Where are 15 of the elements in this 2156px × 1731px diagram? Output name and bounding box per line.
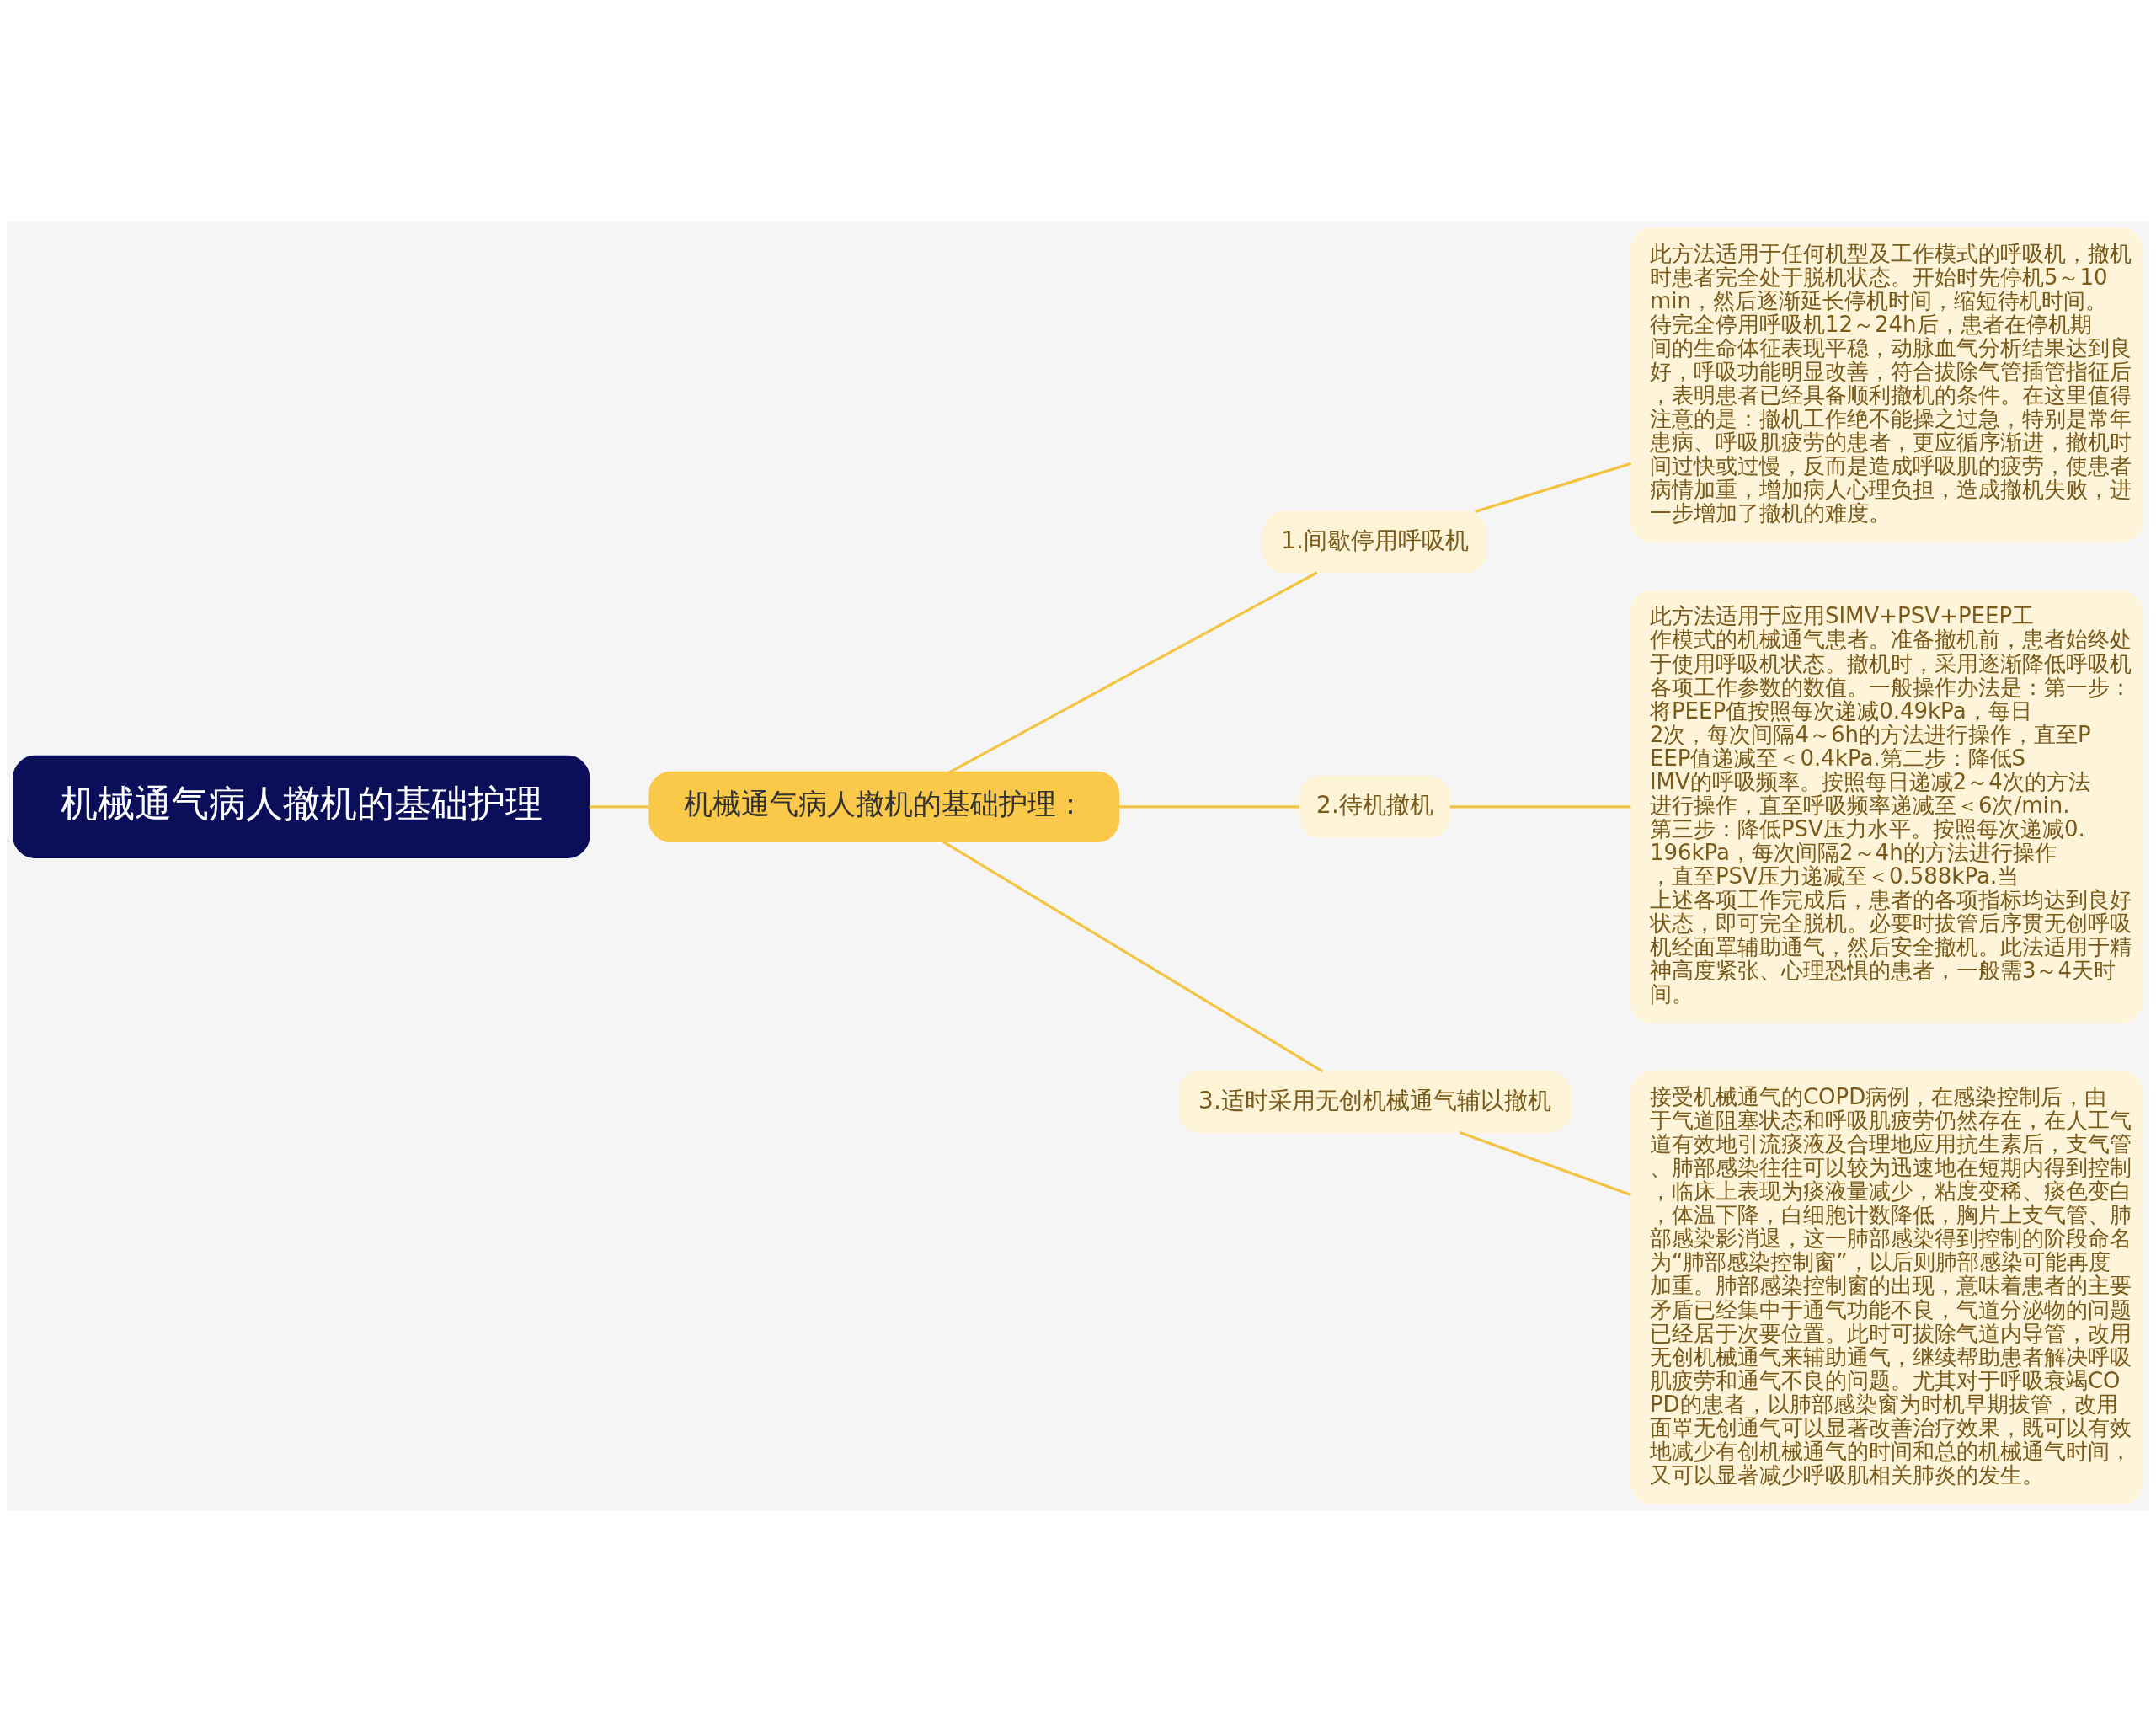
connector [1459,1130,1631,1196]
node-box: 此方法适用于任何机型及工作模式的呼吸机，撤机时患者完全处于脱机状态。开始时先停机5～10min，然后逐渐延长停机时间，缩短待机时间。待完全停用呼吸机12～24h后，患者在停机期间的生命体征表现平稳，动脉血气分析结果达到良好，呼吸功能明显改善，符合拔除气管插管指征后，表明患者已经具备顺利撤机的条件。在这里值得注意的是：撤机工作绝不能操之过急，特别是常年患病、呼吸肌疲劳的患者，更应循序渐进，撤机时间过快或过慢，反而是造成呼吸肌的疲劳，使患者病情加重，增加病人心理负担，造成撤机失败，进一步增加了撤机的难度。 [1630,227,2143,542]
connector [948,570,1318,773]
node-box: 此方法适用于应用SIMV+PSV+PEEP工作模式的机械通气患者。准备撤机前，患者始终处于使用呼吸机状态。撤机时，采用逐渐降低呼吸机各项工作参数的数值。一般操作办法是：第一步：将PEEP值按照每次递减0.49kPa，每日2次，每次间隔4～6h的方法进行操作，直至PEEP值递减至＜0.4kPa.第二步：降低SIMV的呼吸频率。按照每日递减2～4次的方法进行操作，直至呼吸频率递减至＜6次/min.第三步：降低PSV压力水平。按照每次递减0.196kPa，每次间隔2～4h的方法进行操作，直至PSV压力递减至＜0.588kPa.当上述各项工作完成后，患者的各项指标均达到良好状态，即可完全脱机。必要时拔管后序贯无创呼吸机经面罩辅助通气，然后安全撤机。此法适用于精神高度紧张、心理恐惧的患者，一般需3～4天时间。 [1630,590,2143,1023]
connector [589,804,649,808]
connector [1475,462,1632,513]
node-box: 2.待机撤机 [1299,775,1451,838]
node-box: 机械通气病人撤机的基础护理 [13,755,590,858]
node-box: 3.适时采用无创机械通气辅以撤机 [1178,1070,1572,1133]
connector [1449,804,1631,808]
node-box: 机械通气病人撤机的基础护理： [648,771,1120,842]
node-box: 接受机械通气的COPD病例，在感染控制后，由于气道阻塞状态和呼吸肌疲劳仍然存在，在人工气道有效地引流痰液及合理地应用抗生素后，支气管、肺部感染往往可以较为迅速地在短期内得到控制，临床上表现为痰液量减少，粘度变稀、痰色变白，体温下降，白细胞计数降低，胸片上支气管、肺部感染影消退，这一肺部感染得到控制的阶段命名为“肺部感染控制窗”，以后则肺部感染可能再度加重。肺部感染控制窗的出现，意味着患者的主要矛盾已经集中于通气功能不良，气道分泌物的问题已经居于次要位置。此时可拔除气道内导管，改用无创机械通气来辅助通气，继续帮助患者解决呼吸肌疲劳和通气不良的问题。尤其对于呼吸衰竭COPD的患者，以肺部感染窗为时机早期拔管，改用面罩无创通气可以显著改善治疗效果，既可以有效地减少有创机械通气的时间和总的机械通气时间，又可以显著减少呼吸肌相关肺炎的发生。 [1630,1070,2143,1504]
node-box: 1.间歇停用呼吸机 [1262,510,1487,574]
connector [1118,804,1300,808]
connector [942,840,1324,1072]
